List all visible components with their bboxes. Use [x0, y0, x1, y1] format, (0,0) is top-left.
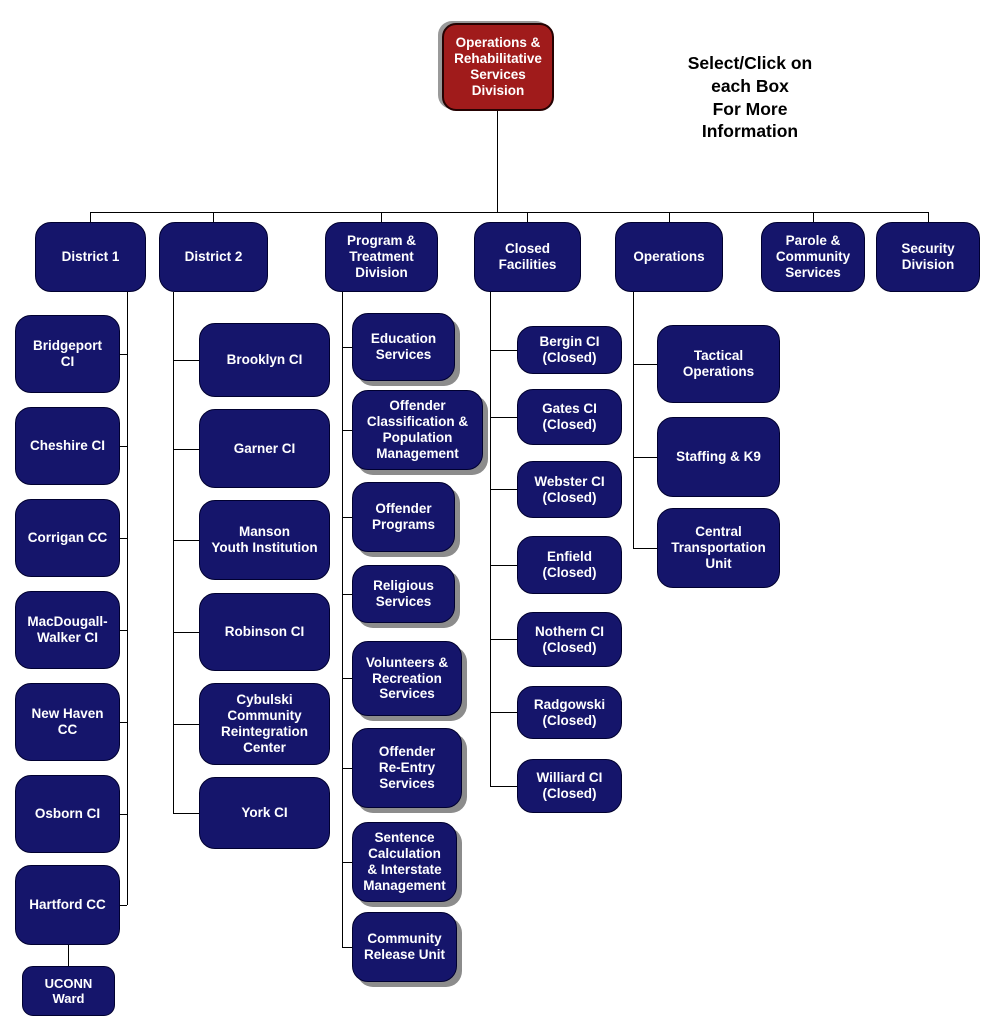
connector — [127, 292, 128, 905]
node-tactical-operations[interactable]: Tactical Operations — [657, 325, 780, 403]
connector — [633, 364, 657, 365]
connector — [173, 813, 199, 814]
node-robinson-ci[interactable]: Robinson CI — [199, 593, 330, 671]
connector — [213, 212, 214, 222]
node-security-division[interactable]: Security Division — [876, 222, 980, 292]
node-cheshire-ci[interactable]: Cheshire CI — [15, 407, 120, 485]
node-nothern-ci-closed[interactable]: Nothern CI (Closed) — [517, 612, 622, 667]
node-radgowski-closed[interactable]: Radgowski (Closed) — [517, 686, 622, 739]
node-offender-classification-population-management[interactable]: Offender Classification & Population Man… — [352, 390, 483, 470]
node-new-haven-cc[interactable]: New Haven CC — [15, 683, 120, 761]
node-york-ci[interactable]: York CI — [199, 777, 330, 849]
node-district-1[interactable]: District 1 — [35, 222, 146, 292]
connector — [490, 565, 517, 566]
connector — [342, 517, 352, 518]
connector — [669, 212, 670, 222]
node-bergin-ci-closed[interactable]: Bergin CI (Closed) — [517, 326, 622, 374]
node-osborn-ci[interactable]: Osborn CI — [15, 775, 120, 853]
node-parole-community-services[interactable]: Parole & Community Services — [761, 222, 865, 292]
node-bridgeport-ci[interactable]: Bridgeport CI — [15, 315, 120, 393]
connector — [490, 350, 517, 351]
connector — [342, 947, 352, 948]
node-district-2[interactable]: District 2 — [159, 222, 268, 292]
connector — [490, 417, 517, 418]
node-hartford-cc[interactable]: Hartford CC — [15, 865, 120, 945]
connector — [342, 594, 352, 595]
connector — [90, 212, 91, 222]
connector — [342, 678, 352, 679]
node-operations[interactable]: Operations — [615, 222, 723, 292]
connector — [342, 347, 352, 348]
connector — [120, 538, 127, 539]
connector — [173, 540, 199, 541]
connector — [381, 212, 382, 222]
connector — [490, 786, 517, 787]
connector — [173, 632, 199, 633]
connector — [342, 768, 352, 769]
node-macdougall-walker-ci[interactable]: MacDougall- Walker CI — [15, 591, 120, 669]
connector — [173, 449, 199, 450]
node-manson-youth-institution[interactable]: Manson Youth Institution — [199, 500, 330, 580]
node-corrigan-cc[interactable]: Corrigan CC — [15, 499, 120, 577]
node-webster-ci-closed[interactable]: Webster CI (Closed) — [517, 461, 622, 518]
node-program-treatment-division[interactable]: Program & Treatment Division — [325, 222, 438, 292]
connector — [120, 354, 127, 355]
connector — [342, 430, 352, 431]
connector — [928, 212, 929, 222]
node-community-release-unit[interactable]: Community Release Unit — [352, 912, 457, 982]
node-offender-programs[interactable]: Offender Programs — [352, 482, 455, 552]
node-gates-ci-closed[interactable]: Gates CI (Closed) — [517, 389, 622, 445]
node-staffing-k9[interactable]: Staffing & K9 — [657, 417, 780, 497]
node-volunteers-recreation-services[interactable]: Volunteers & Recreation Services — [352, 641, 462, 716]
connector — [173, 724, 199, 725]
connector — [342, 862, 352, 863]
connector — [490, 292, 491, 786]
connector — [490, 639, 517, 640]
node-offender-re-entry-services[interactable]: Offender Re-Entry Services — [352, 728, 462, 808]
connector — [120, 446, 127, 447]
connector — [90, 212, 929, 213]
node-williard-ci-closed[interactable]: Williard CI (Closed) — [517, 759, 622, 813]
node-uconn-ward[interactable]: UCONN Ward — [22, 966, 115, 1016]
connector — [120, 814, 127, 815]
node-garner-ci[interactable]: Garner CI — [199, 409, 330, 488]
connector — [633, 457, 657, 458]
connector — [120, 722, 127, 723]
connector — [633, 548, 657, 549]
connector — [68, 945, 69, 966]
connector — [342, 292, 343, 947]
node-enfield-closed[interactable]: Enfield (Closed) — [517, 536, 622, 594]
connector — [120, 630, 127, 631]
node-central-transportation-unit[interactable]: Central Transportation Unit — [657, 508, 780, 588]
node-religious-services[interactable]: Religious Services — [352, 565, 455, 623]
connector — [633, 292, 634, 548]
connector — [813, 212, 814, 222]
node-brooklyn-ci[interactable]: Brooklyn CI — [199, 323, 330, 397]
node-education-services[interactable]: Education Services — [352, 313, 455, 381]
node-cybulski-community-reintegration-center[interactable]: Cybulski Community Reintegration Center — [199, 683, 330, 765]
instruction-note: Select/Click on each Box For More Inform… — [687, 53, 813, 142]
connector — [120, 905, 127, 906]
connector — [173, 360, 199, 361]
node-operations-rehabilitative-services-division[interactable]: Operations & Rehabilitative Services Div… — [442, 23, 554, 111]
node-closed-facilities[interactable]: Closed Facilities — [474, 222, 581, 292]
connector — [527, 212, 528, 222]
connector — [497, 111, 498, 212]
connector — [173, 292, 174, 813]
node-sentence-calculation-interstate-management[interactable]: Sentence Calculation & Interstate Manage… — [352, 822, 457, 902]
connector — [490, 712, 517, 713]
connector — [490, 489, 517, 490]
